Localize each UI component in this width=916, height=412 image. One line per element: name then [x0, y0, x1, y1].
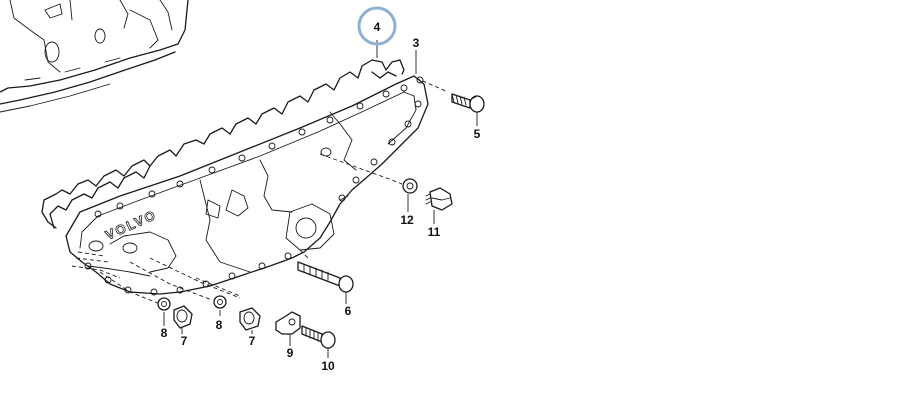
assembly-dashed-lines	[71, 77, 449, 305]
callout-12: 12	[400, 213, 414, 227]
callout-6: 6	[345, 304, 352, 318]
engine-block-fragment	[0, 0, 189, 113]
washer-8b	[213, 295, 227, 309]
oil-pan-gasket	[41, 59, 405, 229]
callout-11: 11	[428, 225, 441, 239]
callout-7a: 7	[181, 334, 188, 348]
callout-10: 10	[321, 359, 335, 373]
callout-9: 9	[287, 346, 294, 360]
callout-8b: 8	[216, 318, 223, 332]
callout-8a: 8	[161, 326, 168, 340]
bolt-6	[297, 261, 354, 293]
washer-8a	[157, 297, 171, 311]
plug-7a	[173, 305, 193, 329]
oil-pan: VOLVO	[65, 75, 429, 296]
bracket-9	[275, 311, 301, 335]
drain-plug-11	[425, 187, 453, 211]
highlight-circle	[357, 6, 397, 46]
callout-7b: 7	[249, 334, 256, 348]
callout-3: 3	[413, 36, 420, 50]
callout-5: 5	[474, 127, 481, 141]
bolt-10	[301, 325, 336, 349]
bolt-5	[451, 93, 485, 113]
callout-labels: 4 3 5 6 12 11 8 7 8 7 9 10	[161, 20, 481, 373]
callout-4: 4	[374, 20, 381, 34]
plug-7b	[239, 307, 261, 331]
washer-12	[402, 178, 418, 194]
